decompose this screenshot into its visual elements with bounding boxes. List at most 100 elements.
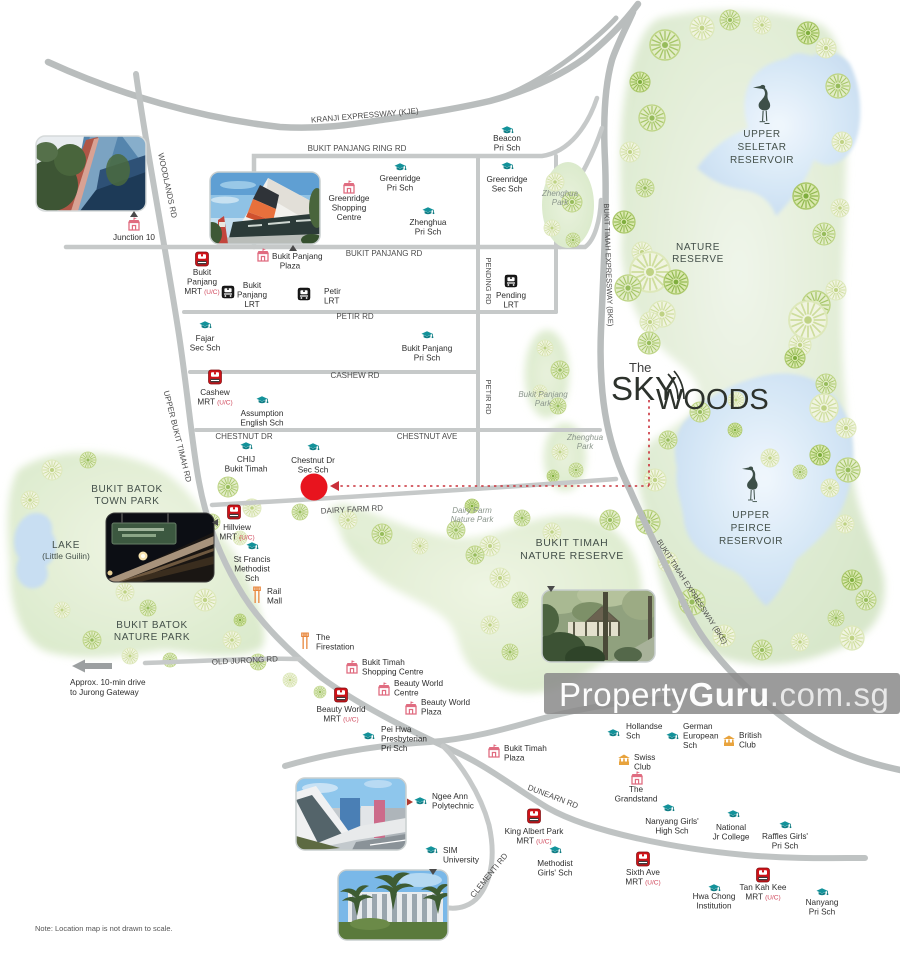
svg-text:NATURE PARK: NATURE PARK xyxy=(114,632,190,643)
svg-text:Cashew: Cashew xyxy=(200,388,230,397)
svg-text:BUKIT BATOK: BUKIT BATOK xyxy=(116,620,188,631)
svg-text:Nature Park: Nature Park xyxy=(451,515,495,524)
svg-text:RESERVE: RESERVE xyxy=(672,254,724,265)
svg-text:Hollandse: Hollandse xyxy=(626,722,663,731)
svg-text:Park: Park xyxy=(577,442,594,451)
svg-text:Presbyterian: Presbyterian xyxy=(381,735,427,744)
svg-text:Bukit: Bukit xyxy=(193,268,212,277)
svg-text:NATURE: NATURE xyxy=(676,242,720,253)
svg-text:Bukit: Bukit xyxy=(243,281,262,290)
svg-text:Bukit Timah: Bukit Timah xyxy=(225,465,268,474)
svg-text:Sec Sch: Sec Sch xyxy=(298,466,329,475)
svg-text:RESERVOIR: RESERVOIR xyxy=(719,536,783,547)
svg-text:Bukit Panjang: Bukit Panjang xyxy=(518,390,568,399)
svg-text:Zhenghua: Zhenghua xyxy=(566,433,604,442)
svg-text:UPPER: UPPER xyxy=(743,129,780,140)
svg-text:Ngee Ann: Ngee Ann xyxy=(432,792,468,801)
svg-text:English Sch: English Sch xyxy=(240,419,284,428)
svg-text:MRT (U/C): MRT (U/C) xyxy=(516,837,551,846)
svg-text:Pri Sch: Pri Sch xyxy=(772,842,799,851)
svg-text:LAKE: LAKE xyxy=(52,540,80,551)
svg-text:Panjang: Panjang xyxy=(237,291,267,300)
svg-text:German: German xyxy=(683,722,713,731)
svg-text:Junction 10: Junction 10 xyxy=(113,233,155,242)
svg-text:Plaza: Plaza xyxy=(504,754,525,763)
svg-text:Park: Park xyxy=(552,198,569,207)
svg-text:The: The xyxy=(629,360,651,375)
svg-text:Assumption: Assumption xyxy=(241,409,284,418)
svg-text:Tan Kah Kee: Tan Kah Kee xyxy=(740,883,787,892)
svg-text:Nanyang: Nanyang xyxy=(806,898,839,907)
svg-text:Beacon: Beacon xyxy=(493,134,521,143)
svg-text:RESERVOIR: RESERVOIR xyxy=(730,155,794,166)
svg-text:Pri Sch: Pri Sch xyxy=(387,184,414,193)
svg-text:BUKIT TIMAH EXPRESSWAY (BKE): BUKIT TIMAH EXPRESSWAY (BKE) xyxy=(602,203,615,327)
svg-text:MRT (U/C): MRT (U/C) xyxy=(323,715,358,724)
svg-text:European: European xyxy=(683,732,719,741)
svg-text:University: University xyxy=(443,856,480,865)
svg-text:Sch: Sch xyxy=(245,574,260,583)
svg-text:MRT (U/C): MRT (U/C) xyxy=(219,533,254,542)
svg-text:Centre: Centre xyxy=(394,689,419,698)
svg-text:CHESTNUT DR: CHESTNUT DR xyxy=(215,432,272,441)
svg-text:Petir: Petir xyxy=(324,287,341,296)
svg-text:Shopping Centre: Shopping Centre xyxy=(362,668,424,677)
svg-text:PETIR RD: PETIR RD xyxy=(336,312,374,321)
svg-text:Beauty World: Beauty World xyxy=(394,679,443,688)
svg-text:MRT (U/C): MRT (U/C) xyxy=(625,878,660,887)
svg-text:Jr College: Jr College xyxy=(713,833,750,842)
svg-text:Rail: Rail xyxy=(267,587,281,596)
svg-text:SIM: SIM xyxy=(443,846,458,855)
svg-text:Beauty World: Beauty World xyxy=(317,705,366,714)
svg-text:NATURE RESERVE: NATURE RESERVE xyxy=(520,550,624,562)
svg-text:Pri Sch: Pri Sch xyxy=(809,908,836,917)
svg-text:BUKIT PANJANG RD: BUKIT PANJANG RD xyxy=(346,249,423,258)
svg-text:to Jurong Gateway: to Jurong Gateway xyxy=(70,688,140,697)
svg-text:Plaza: Plaza xyxy=(421,708,442,717)
svg-text:PENDING RD: PENDING RD xyxy=(484,257,493,305)
svg-text:Approx. 10-min drive: Approx. 10-min drive xyxy=(70,678,146,687)
svg-text:Nanyang Girls': Nanyang Girls' xyxy=(645,817,699,826)
svg-text:Pri Sch: Pri Sch xyxy=(414,354,441,363)
svg-text:Zhenghua: Zhenghua xyxy=(410,218,447,227)
svg-text:Centre: Centre xyxy=(337,213,362,222)
svg-text:Grandstand: Grandstand xyxy=(615,795,658,804)
svg-text:Bukit Timah: Bukit Timah xyxy=(504,744,547,753)
svg-text:Sch: Sch xyxy=(683,741,698,750)
svg-text:Sec Sch: Sec Sch xyxy=(190,344,221,353)
svg-text:Park: Park xyxy=(535,399,552,408)
svg-text:Pei Hwa: Pei Hwa xyxy=(381,725,412,734)
svg-text:Shopping: Shopping xyxy=(332,204,367,213)
svg-text:Club: Club xyxy=(739,741,756,750)
svg-text:The: The xyxy=(629,785,644,794)
svg-text:Girls' Sch: Girls' Sch xyxy=(538,869,573,878)
svg-text:Swiss: Swiss xyxy=(634,753,655,762)
svg-text:Dairy Farm: Dairy Farm xyxy=(452,506,492,515)
svg-text:CHESTNUT AVE: CHESTNUT AVE xyxy=(397,432,458,441)
svg-text:BUKIT PANJANG RING RD: BUKIT PANJANG RING RD xyxy=(308,144,407,153)
svg-text:Greenridge: Greenridge xyxy=(329,194,370,203)
svg-text:Plaza: Plaza xyxy=(280,262,301,271)
svg-text:Methodist: Methodist xyxy=(537,859,573,868)
svg-text:Fajar: Fajar xyxy=(196,334,215,343)
svg-text:SKY: SKY xyxy=(611,370,677,407)
svg-text:Pending: Pending xyxy=(496,291,526,300)
svg-text:Firestation: Firestation xyxy=(316,643,355,652)
svg-text:Sch: Sch xyxy=(626,732,641,741)
svg-text:Panjang: Panjang xyxy=(187,278,217,287)
svg-text:St Francis: St Francis xyxy=(234,555,271,564)
svg-text:MRT (U/C): MRT (U/C) xyxy=(184,287,219,296)
svg-text:National: National xyxy=(716,823,746,832)
svg-text:MRT (U/C): MRT (U/C) xyxy=(745,893,780,902)
svg-text:Beauty World: Beauty World xyxy=(421,698,470,707)
svg-text:Hwa Chong: Hwa Chong xyxy=(693,892,736,901)
svg-text:Methodist: Methodist xyxy=(234,565,270,574)
svg-text:Institution: Institution xyxy=(696,902,731,911)
svg-text:SELETAR: SELETAR xyxy=(737,142,786,153)
svg-text:WOODS: WOODS xyxy=(656,384,769,416)
svg-text:Club: Club xyxy=(634,763,651,772)
svg-text:Mall: Mall xyxy=(267,597,282,606)
svg-text:CASHEW RD: CASHEW RD xyxy=(331,371,380,380)
svg-text:LRT: LRT xyxy=(244,300,259,309)
svg-text:Greenridge: Greenridge xyxy=(380,174,421,183)
